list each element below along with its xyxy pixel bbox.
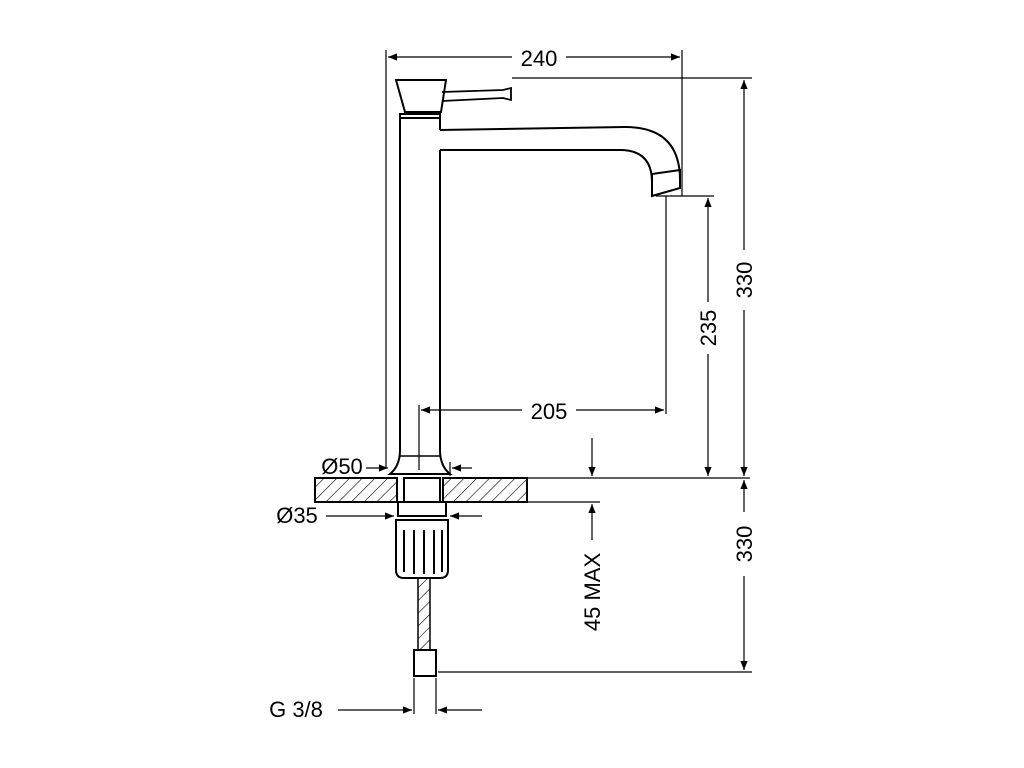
dim-235: 235: [656, 195, 721, 476]
dim-205: 205: [418, 196, 667, 470]
dim-g38-label: G 3/8: [269, 697, 323, 722]
dim-205-label: 205: [531, 399, 568, 424]
lever-collar: [399, 113, 441, 119]
base-flare: [387, 449, 453, 475]
lever-arm: [441, 86, 512, 102]
spout-inner: [440, 149, 653, 196]
lever-cap: [394, 79, 448, 113]
dim-35-label: Ø35: [276, 503, 318, 528]
dim-330-lower-label: 330: [732, 526, 757, 563]
faucet-body: [387, 79, 681, 475]
aerator: [651, 168, 681, 198]
dim-330-upper-label: 330: [732, 262, 757, 299]
deck-left: [314, 477, 398, 503]
dim-dia-35: Ø35: [276, 503, 482, 528]
dim-330-upper: 330: [512, 77, 757, 476]
dim-240: 240: [385, 46, 683, 468]
dim-240-label: 240: [521, 46, 558, 71]
dim-dia-50: Ø50: [321, 454, 472, 479]
shank-top: [403, 477, 441, 503]
mounting-shank: [395, 477, 449, 677]
dim-g38: G 3/8: [269, 678, 482, 722]
dim-235-label: 235: [696, 310, 721, 347]
dim-45-label: 45 MAX: [580, 553, 605, 632]
flexible-hose: [417, 577, 431, 651]
deck-right: [442, 477, 528, 503]
hose-connector: [413, 649, 437, 677]
dim-330-lower: 330: [438, 480, 757, 673]
dim-45-max: 45 MAX: [580, 438, 605, 631]
shank-washer: [397, 501, 447, 517]
dim-50-label: Ø50: [321, 454, 363, 479]
countertop-deck: [314, 477, 750, 503]
spout-outer: [439, 125, 681, 185]
fixing-nut: [395, 519, 449, 579]
nut-ribs: [403, 530, 443, 574]
